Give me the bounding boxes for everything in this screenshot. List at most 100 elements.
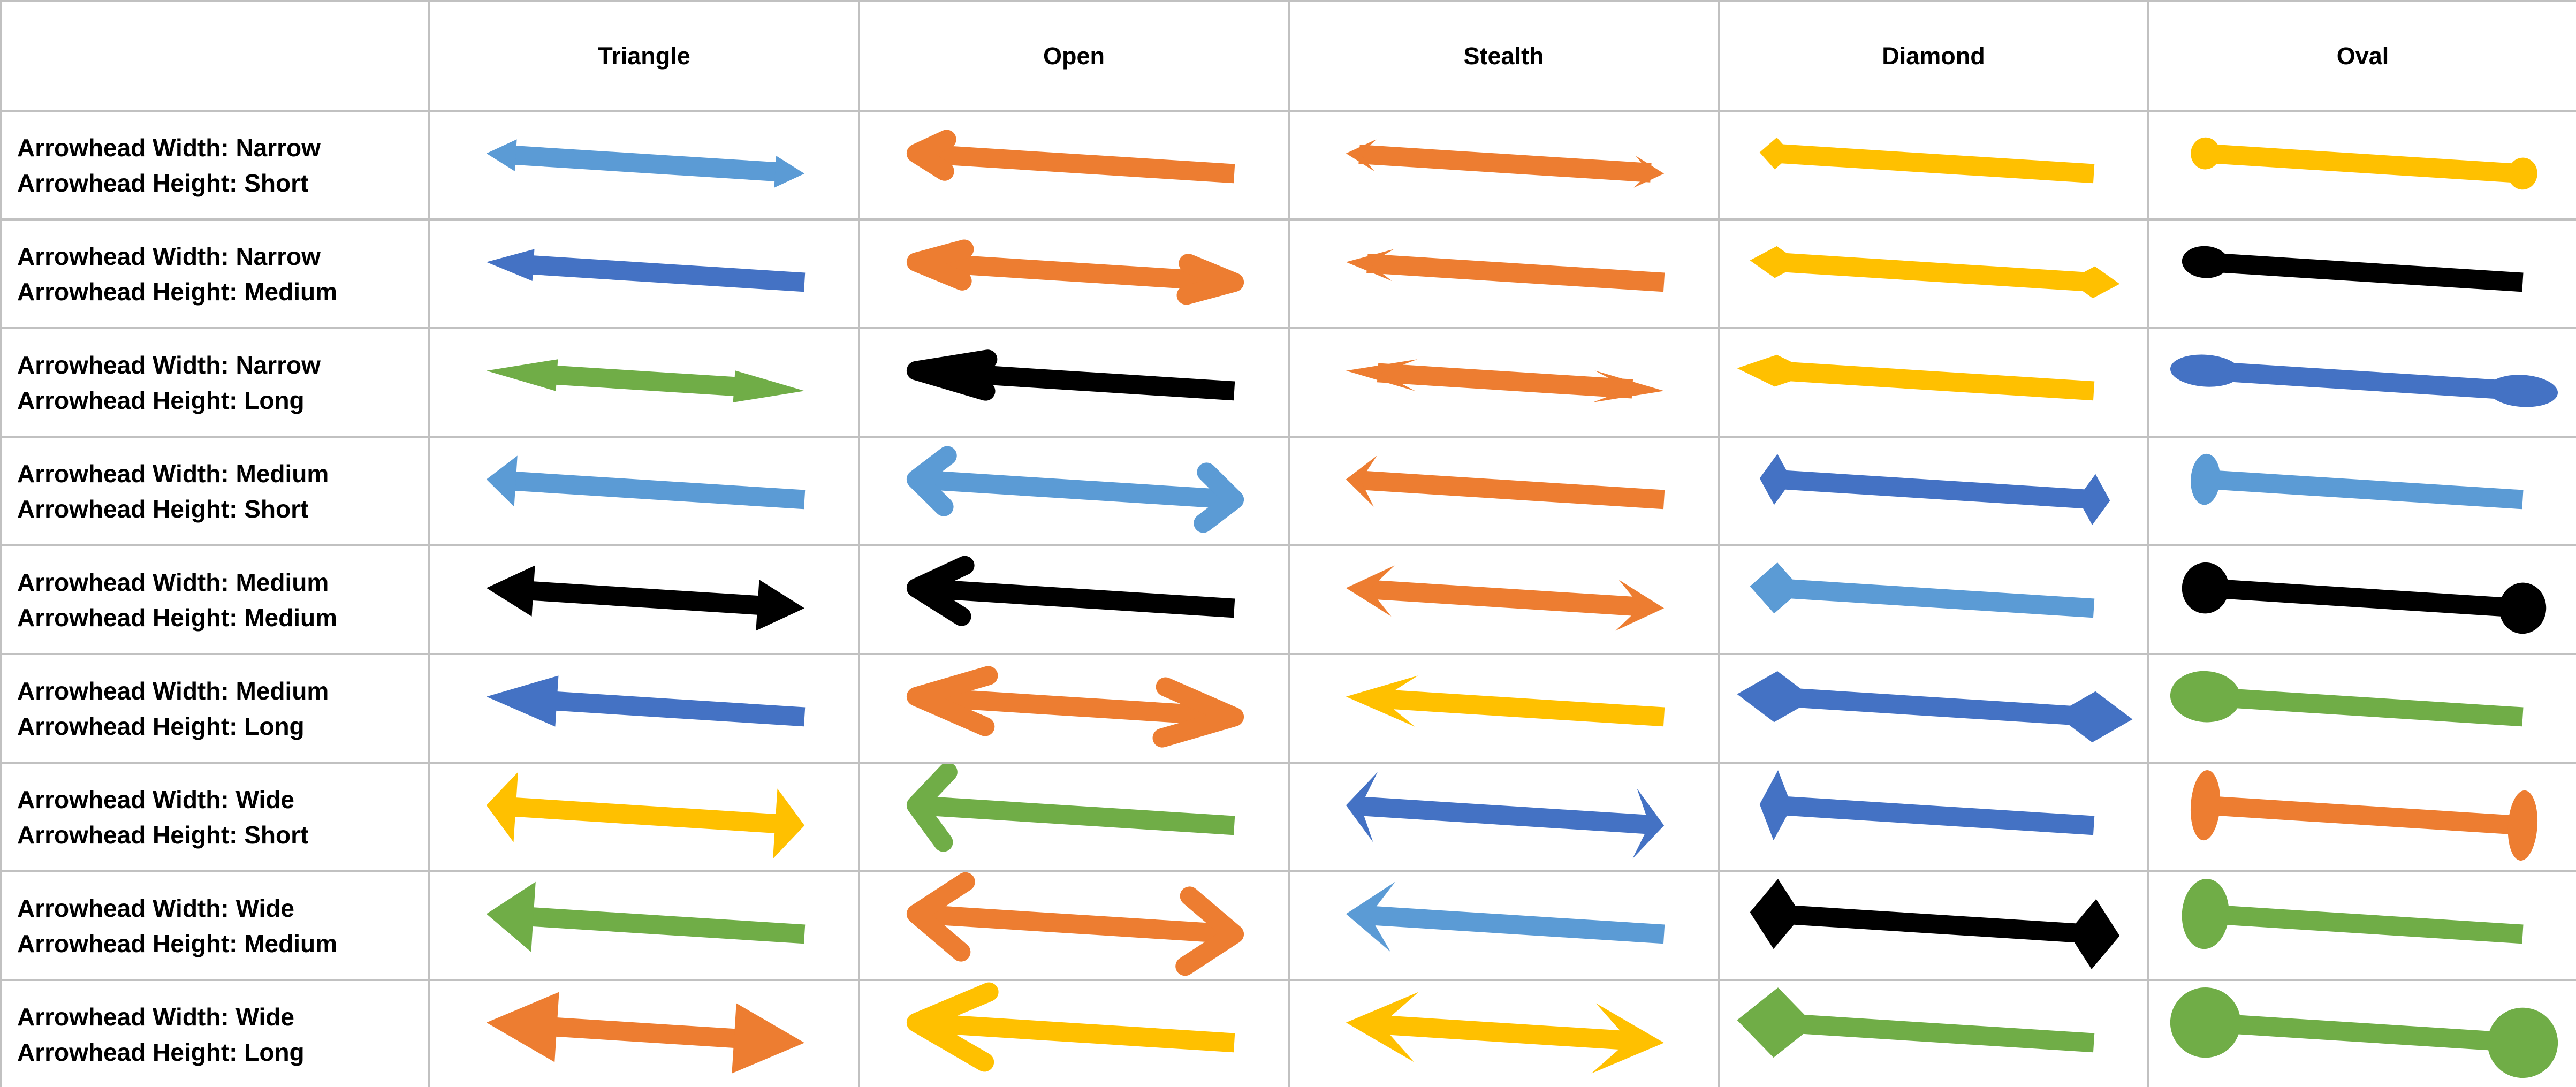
open-arrow-left-icon: [906, 765, 1235, 852]
row-label-arrowhead-height: Arrowhead Height: Long: [17, 712, 305, 740]
arrow-cell-triangle: [428, 110, 860, 221]
arrow-cell-oval: [2147, 327, 2576, 438]
arrow-cell-stealth: [1288, 762, 1720, 872]
diamond-arrow-left-icon: [1759, 137, 2095, 184]
row-label-arrowhead-width: Arrowhead Width: Wide: [17, 1002, 294, 1031]
open-arrow-double-icon: [906, 446, 1244, 533]
column-header-stealth: Stealth: [1288, 0, 1720, 112]
diamond-arrow-left-icon: [1750, 562, 2095, 618]
stealth-arrow-double-icon: [1346, 565, 1665, 631]
arrow-cell-stealth: [1288, 870, 1720, 981]
column-header-diamond: Diamond: [1718, 0, 2149, 112]
column-header-triangle: Triangle: [428, 0, 860, 112]
diamond-arrow-double-icon: [1750, 246, 2120, 299]
oval-arrow-double-icon: [2182, 562, 2547, 634]
triangle-arrow-double-icon: [486, 359, 805, 402]
arrow-cell-diamond: [1718, 327, 2149, 438]
triangle-arrow-left-icon: [486, 249, 806, 292]
oval-arrow-left-icon: [2182, 879, 2524, 949]
header-row: Triangle Open Stealth Diamond Oval: [0, 0, 2576, 112]
row-label-arrowhead-height: Arrowhead Height: Short: [17, 820, 309, 849]
arrow-cell-stealth: [1288, 436, 1720, 546]
stealth-arrow-double-icon: [1346, 992, 1665, 1074]
open-arrow-left-icon: [906, 556, 1235, 626]
diamond-arrow-left-icon: [1737, 987, 2095, 1058]
arrow-cell-triangle: [428, 327, 860, 438]
oval-arrow-double-icon: [2191, 137, 2537, 190]
arrow-cell-diamond: [1718, 653, 2149, 764]
row-label-arrowhead-width: Arrowhead Width: Narrow: [17, 133, 321, 162]
row-label-arrowhead-width: Arrowhead Width: Medium: [17, 676, 329, 705]
arrow-cell-open: [858, 870, 1290, 981]
triangle-arrow-left-icon: [486, 881, 806, 952]
arrow-cell-open: [858, 218, 1290, 329]
arrow-cell-oval: [2147, 218, 2576, 329]
oval-arrow-double-icon: [2170, 354, 2558, 407]
arrow-cell-triangle: [428, 870, 860, 981]
open-arrow-double-icon: [906, 666, 1244, 748]
open-arrow-left-icon: [906, 130, 1235, 184]
diamond-arrow-double-icon: [1759, 453, 2110, 526]
arrow-cell-stealth: [1288, 110, 1720, 221]
column-header-oval: Oval: [2147, 0, 2576, 112]
arrow-cell-diamond: [1718, 544, 2149, 655]
stealth-arrow-left-icon: [1346, 675, 1665, 727]
row-label-arrowhead-width: Arrowhead Width: Medium: [17, 568, 329, 596]
arrow-cell-diamond: [1718, 110, 2149, 221]
arrow-cell-triangle: [428, 544, 860, 655]
arrow-cell-triangle: [428, 762, 860, 872]
triangle-arrow-double-icon: [486, 565, 805, 631]
stealth-arrow-left-icon: [1346, 455, 1665, 510]
row-label-arrowhead-height: Arrowhead Height: Medium: [17, 277, 338, 306]
row-label-arrowhead-height: Arrowhead Height: Short: [17, 495, 309, 523]
arrow-cell-stealth: [1288, 544, 1720, 655]
corner-cell: [0, 0, 430, 112]
arrow-cell-stealth: [1288, 653, 1720, 764]
open-arrow-double-icon: [906, 239, 1244, 305]
oval-arrow-left-icon: [2170, 671, 2524, 727]
stealth-arrow-double-icon: [1346, 359, 1665, 402]
arrow-cell-diamond: [1718, 762, 2149, 872]
diamond-arrow-left-icon: [1759, 770, 2095, 841]
column-header-open: Open: [858, 0, 1290, 112]
diamond-arrow-double-icon: [1737, 671, 2133, 743]
row-label-arrowhead-height: Arrowhead Height: Short: [17, 169, 309, 197]
row-label-arrowhead-height: Arrowhead Height: Medium: [17, 603, 338, 632]
row-label-arrowhead-height: Arrowhead Height: Medium: [17, 929, 338, 957]
arrow-cell-oval: [2147, 110, 2576, 221]
stealth-arrow-double-icon: [1346, 139, 1665, 188]
triangle-arrow-double-icon: [486, 772, 805, 859]
diamond-arrow-double-icon: [1750, 879, 2120, 969]
oval-arrow-double-icon: [2170, 987, 2558, 1078]
arrow-cell-triangle: [428, 653, 860, 764]
arrow-cell-open: [858, 979, 1290, 1087]
open-arrow-left-icon: [906, 349, 1235, 401]
arrow-cell-stealth: [1288, 327, 1720, 438]
open-arrow-left-icon: [906, 982, 1235, 1072]
row-label-arrowhead-width: Arrowhead Width: Narrow: [17, 242, 321, 270]
